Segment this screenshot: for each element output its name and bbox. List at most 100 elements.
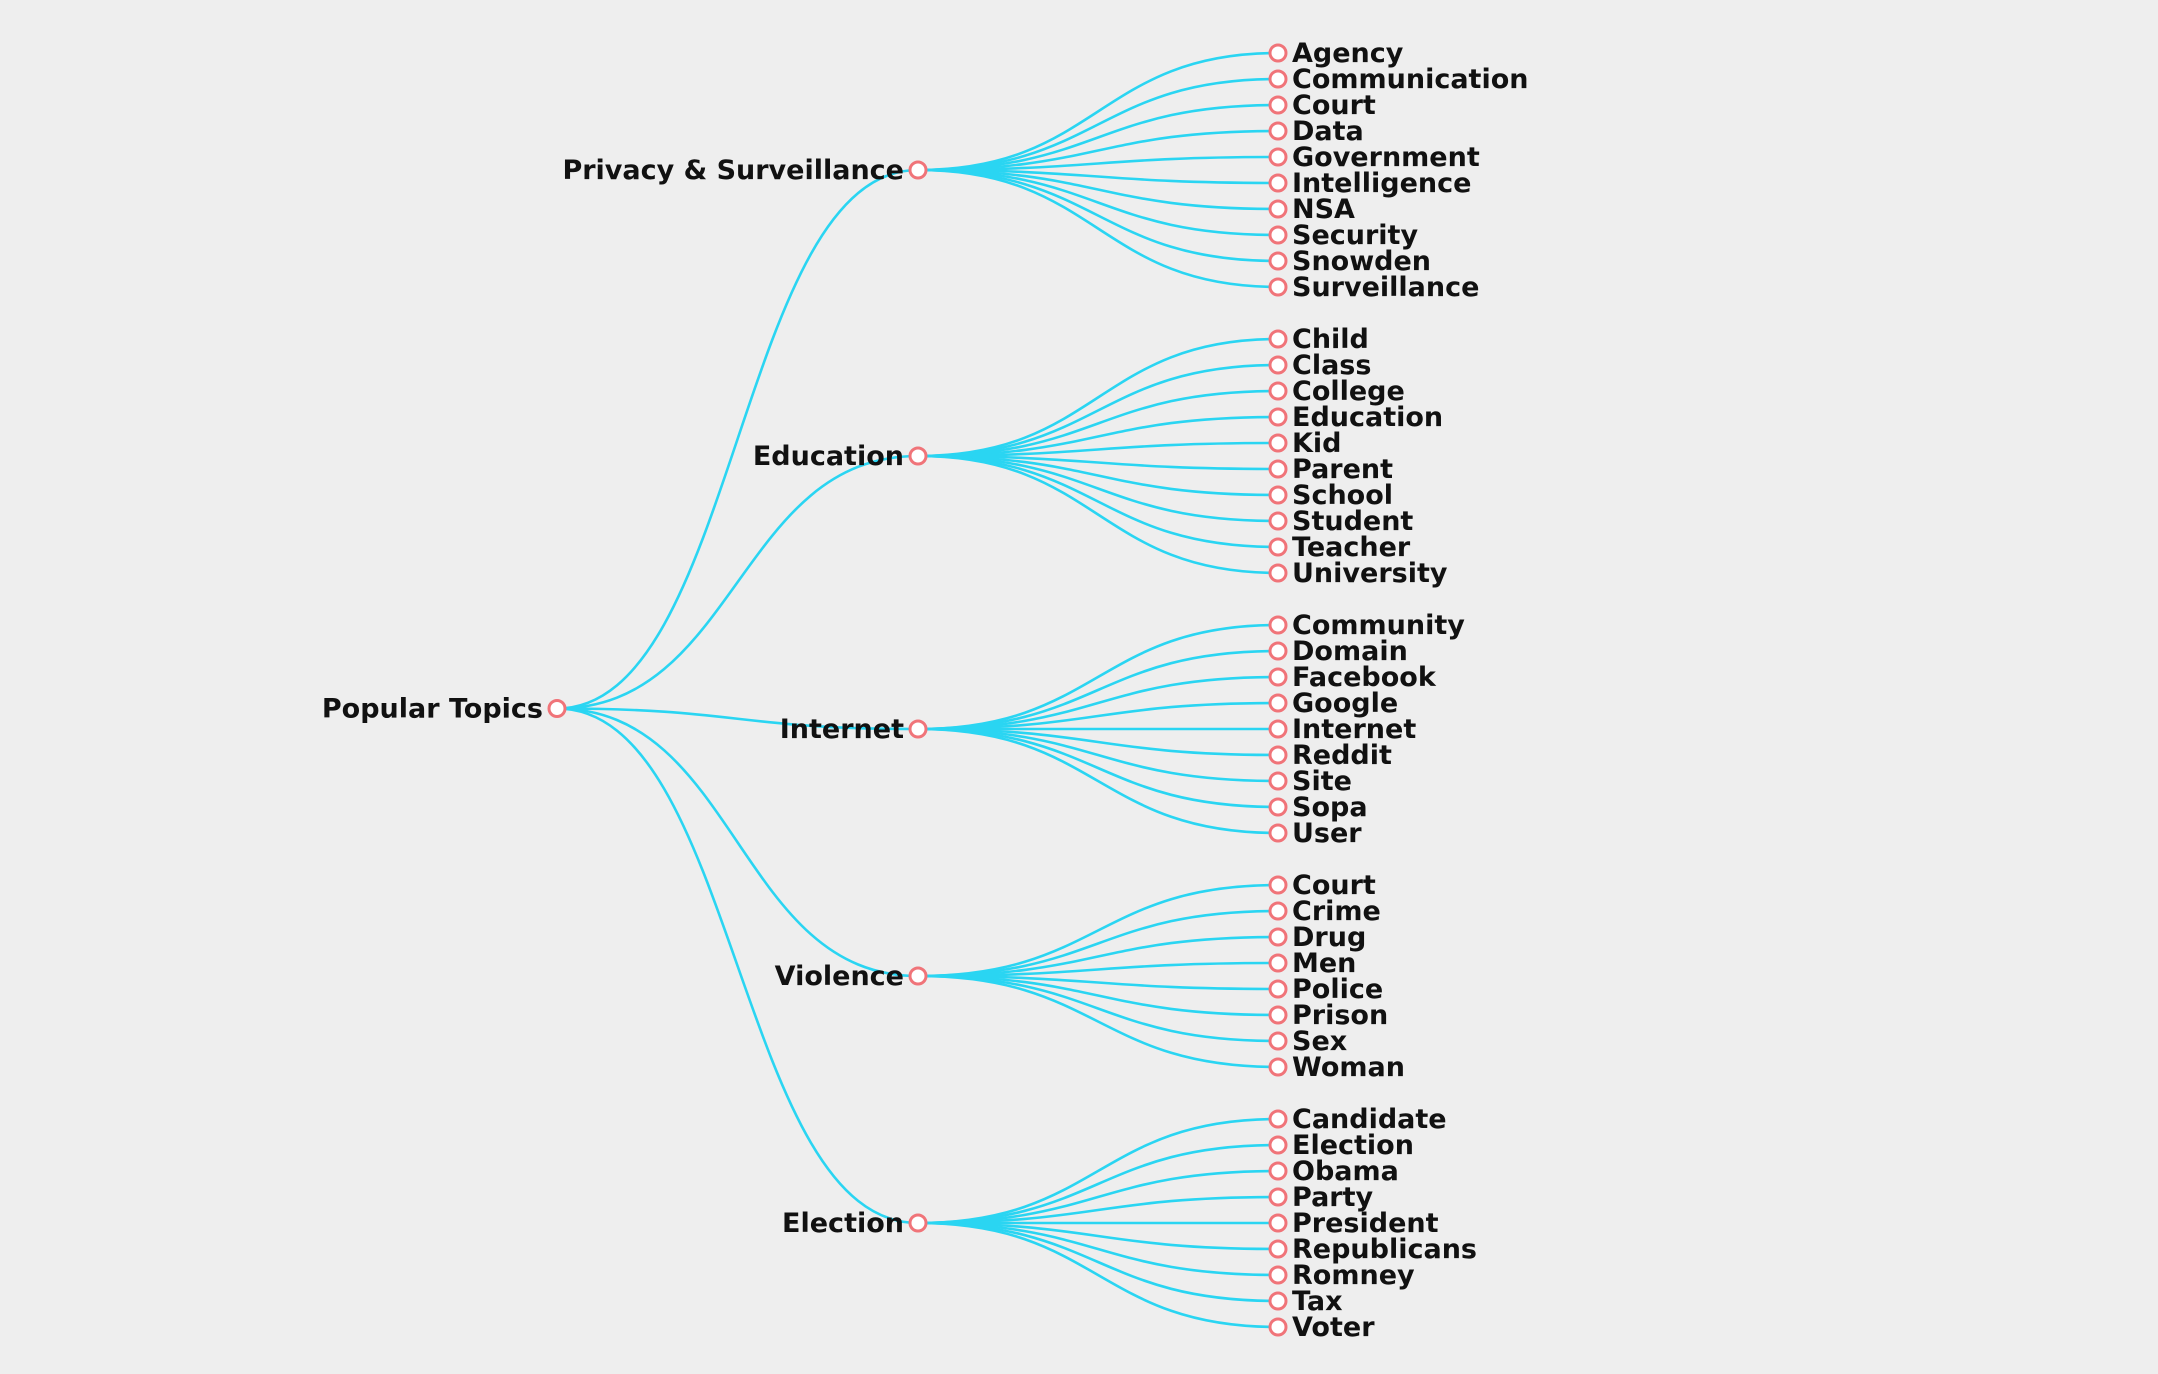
keyword-node-election-tax-circle[interactable] [1268, 1291, 1288, 1311]
keyword-node-violence-police-circle[interactable] [1268, 979, 1288, 999]
keyword-node-education-teacher-circle[interactable] [1268, 537, 1288, 557]
keyword-node-education-university[interactable]: University [1268, 558, 1448, 589]
keyword-node-education-student[interactable]: Student [1268, 506, 1413, 537]
keyword-node-privacy-and-surveillance-agency-circle[interactable] [1268, 43, 1288, 63]
keyword-node-election-republicans-circle[interactable] [1268, 1239, 1288, 1259]
keyword-node-internet-domain[interactable]: Domain [1268, 636, 1408, 667]
keyword-node-education-class[interactable]: Class [1268, 350, 1371, 381]
keyword-node-privacy-and-surveillance-security-circle[interactable] [1268, 225, 1288, 245]
keyword-node-privacy-and-surveillance-agency[interactable]: Agency [1268, 38, 1404, 69]
keyword-node-internet-domain-circle[interactable] [1268, 641, 1288, 661]
keyword-node-violence-court-circle[interactable] [1268, 875, 1288, 895]
keyword-node-education-university-circle[interactable] [1268, 563, 1288, 583]
root-node-popular-topics-circle[interactable] [547, 699, 567, 718]
topic-node-privacy-and-surveillance[interactable]: Privacy & Surveillance [562, 155, 928, 186]
keyword-node-privacy-and-surveillance-court[interactable]: Court [1268, 90, 1376, 121]
keyword-node-election-candidate[interactable]: Candidate [1268, 1104, 1447, 1135]
keyword-node-violence-sex[interactable]: Sex [1268, 1026, 1347, 1057]
keyword-node-education-parent-circle[interactable] [1268, 459, 1288, 479]
keyword-node-election-election-circle[interactable] [1268, 1135, 1288, 1155]
keyword-node-election-party-circle[interactable] [1268, 1187, 1288, 1207]
keyword-node-violence-men[interactable]: Men [1268, 948, 1356, 979]
keyword-node-education-school-circle[interactable] [1268, 485, 1288, 505]
topic-node-election-circle[interactable] [908, 1213, 928, 1233]
keyword-node-privacy-and-surveillance-data-circle[interactable] [1268, 121, 1288, 141]
keyword-node-election-president-circle[interactable] [1268, 1213, 1288, 1233]
keyword-node-violence-woman[interactable]: Woman [1268, 1052, 1405, 1083]
keyword-node-election-election[interactable]: Election [1268, 1130, 1414, 1161]
keyword-node-election-obama-circle[interactable] [1268, 1161, 1288, 1181]
keyword-node-education-teacher[interactable]: Teacher [1268, 532, 1411, 563]
keyword-node-education-college-circle[interactable] [1268, 381, 1288, 401]
keyword-node-violence-crime-circle[interactable] [1268, 901, 1288, 921]
keyword-node-election-romney[interactable]: Romney [1268, 1260, 1415, 1291]
keyword-node-privacy-and-surveillance-court-circle[interactable] [1268, 95, 1288, 115]
keyword-node-internet-reddit[interactable]: Reddit [1268, 740, 1392, 771]
keyword-node-education-student-circle[interactable] [1268, 511, 1288, 531]
keyword-node-education-child[interactable]: Child [1268, 324, 1369, 355]
keyword-node-violence-sex-circle[interactable] [1268, 1031, 1288, 1051]
keyword-node-internet-user[interactable]: User [1268, 818, 1362, 849]
keyword-node-education-kid-circle[interactable] [1268, 433, 1288, 453]
keyword-node-privacy-and-surveillance-surveillance-circle[interactable] [1268, 277, 1288, 297]
root-node-popular-topics[interactable]: Popular Topics [322, 694, 567, 725]
topic-node-internet[interactable]: Internet [780, 714, 928, 745]
keyword-node-violence-prison[interactable]: Prison [1268, 1000, 1388, 1031]
keyword-node-violence-drug[interactable]: Drug [1268, 922, 1366, 953]
keyword-node-election-obama[interactable]: Obama [1268, 1156, 1399, 1187]
keyword-node-internet-user-circle[interactable] [1268, 823, 1288, 843]
topic-node-violence[interactable]: Violence [775, 961, 928, 992]
keyword-node-privacy-and-surveillance-snowden[interactable]: Snowden [1268, 246, 1431, 277]
keyword-node-education-education-circle[interactable] [1268, 407, 1288, 427]
keyword-node-election-republicans[interactable]: Republicans [1268, 1234, 1477, 1265]
keyword-node-internet-community-circle[interactable] [1268, 615, 1288, 635]
keyword-node-internet-facebook-circle[interactable] [1268, 667, 1288, 687]
keyword-node-internet-internet-circle[interactable] [1268, 719, 1288, 739]
keyword-node-internet-google[interactable]: Google [1268, 688, 1398, 719]
keyword-node-election-tax[interactable]: Tax [1268, 1286, 1343, 1317]
keyword-node-violence-woman-circle[interactable] [1268, 1057, 1288, 1077]
topic-node-violence-circle[interactable] [908, 966, 928, 986]
keyword-node-privacy-and-surveillance-surveillance[interactable]: Surveillance [1268, 272, 1479, 303]
topic-node-education-circle[interactable] [908, 446, 928, 466]
topic-node-internet-circle[interactable] [908, 719, 928, 739]
keyword-node-education-college[interactable]: College [1268, 376, 1405, 407]
keyword-node-violence-police[interactable]: Police [1268, 974, 1383, 1005]
keyword-node-internet-sopa[interactable]: Sopa [1268, 792, 1368, 823]
topic-node-election[interactable]: Election [782, 1208, 928, 1239]
keyword-node-election-voter[interactable]: Voter [1268, 1312, 1375, 1343]
keyword-node-election-romney-circle[interactable] [1268, 1265, 1288, 1285]
keyword-node-privacy-and-surveillance-government[interactable]: Government [1268, 142, 1480, 173]
keyword-node-education-class-circle[interactable] [1268, 355, 1288, 375]
keyword-node-education-parent[interactable]: Parent [1268, 454, 1393, 485]
keyword-node-education-kid[interactable]: Kid [1268, 428, 1342, 459]
keyword-node-violence-crime[interactable]: Crime [1268, 896, 1381, 927]
keyword-node-internet-site-circle[interactable] [1268, 771, 1288, 791]
keyword-node-privacy-and-surveillance-intelligence-circle[interactable] [1268, 173, 1288, 193]
keyword-node-internet-site[interactable]: Site [1268, 766, 1352, 797]
keyword-node-election-party[interactable]: Party [1268, 1182, 1374, 1213]
keyword-node-privacy-and-surveillance-snowden-circle[interactable] [1268, 251, 1288, 271]
keyword-node-privacy-and-surveillance-nsa[interactable]: NSA [1268, 194, 1355, 225]
keyword-node-violence-drug-circle[interactable] [1268, 927, 1288, 947]
topic-node-privacy-and-surveillance-circle[interactable] [908, 160, 928, 180]
keyword-node-internet-internet[interactable]: Internet [1268, 714, 1416, 745]
keyword-node-privacy-and-surveillance-government-circle[interactable] [1268, 147, 1288, 167]
keyword-node-election-candidate-circle[interactable] [1268, 1109, 1288, 1129]
keyword-node-education-school[interactable]: School [1268, 480, 1393, 511]
keyword-node-privacy-and-surveillance-nsa-circle[interactable] [1268, 199, 1288, 219]
keyword-node-internet-community[interactable]: Community [1268, 610, 1465, 641]
keyword-node-education-education[interactable]: Education [1268, 402, 1443, 433]
keyword-node-privacy-and-surveillance-data[interactable]: Data [1268, 116, 1364, 147]
keyword-node-violence-court[interactable]: Court [1268, 870, 1376, 901]
keyword-node-privacy-and-surveillance-intelligence[interactable]: Intelligence [1268, 168, 1471, 199]
keyword-node-internet-google-circle[interactable] [1268, 693, 1288, 713]
keyword-node-election-voter-circle[interactable] [1268, 1317, 1288, 1337]
keyword-node-privacy-and-surveillance-communication[interactable]: Communication [1268, 64, 1529, 95]
keyword-node-privacy-and-surveillance-communication-circle[interactable] [1268, 69, 1288, 89]
keyword-node-privacy-and-surveillance-security[interactable]: Security [1268, 220, 1418, 251]
topic-node-education[interactable]: Education [753, 441, 928, 472]
keyword-node-internet-facebook[interactable]: Facebook [1268, 662, 1437, 693]
keyword-node-internet-sopa-circle[interactable] [1268, 797, 1288, 817]
keyword-node-election-president[interactable]: President [1268, 1208, 1439, 1239]
